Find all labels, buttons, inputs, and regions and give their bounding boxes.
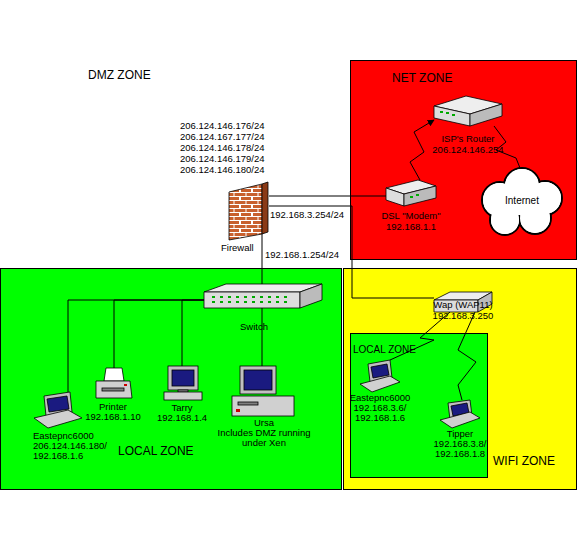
switch-node: Switch <box>204 284 322 308</box>
zone-label: LOCAL ZONE <box>118 445 194 458</box>
brick-wall-side <box>262 182 268 234</box>
address-label: 206.124.146.179/24 <box>180 154 265 164</box>
zone-label: NET ZONE <box>392 72 452 85</box>
zone-label: LOCAL ZONE <box>353 345 416 356</box>
device-label: 192.168.1.4 <box>127 413 237 423</box>
address-label: 206.124.167.177/24 <box>180 132 265 142</box>
printer-node: Printer192.168.1.10 <box>96 368 132 400</box>
device-label: Internet <box>467 196 577 207</box>
network-link <box>262 308 263 366</box>
address-label: 206.124.146.176/24 <box>180 121 265 131</box>
device-label: 192.168.3.250 <box>408 311 518 321</box>
device-label: 192.168.1.8 <box>405 449 515 459</box>
zone-area: LOCAL ZONE SwitchEastepnc6000206.124.146.… <box>0 268 342 490</box>
address-label: 192.168.1.254/24 <box>265 250 339 260</box>
device-label: 192.168.3.6/ <box>325 403 435 413</box>
device-label: 192.168.1.6 <box>325 413 435 423</box>
device-label: 206.124.146.254 <box>413 145 523 155</box>
zone-label: WIFI ZONE <box>493 455 555 468</box>
laptop-node: Eastepnc6000192.168.3.6/192.168.1.6 <box>360 360 400 392</box>
device-label: 192.168.3.8/ <box>405 439 515 449</box>
device-label: Ursa <box>209 418 319 428</box>
access-point-node: Wap (WAP11)192.168.3.250 <box>434 292 492 312</box>
laptop-node: Tipper192.168.3.8/192.168.1.8 <box>440 400 480 428</box>
device-label: Switch <box>240 322 268 332</box>
device-label: DSL "Modem" <box>356 211 466 221</box>
firewall-node: Firewall <box>228 182 269 234</box>
server-node: UrsaIncludes DMZ running under Xen <box>232 366 296 416</box>
device-label: Eastepnc6000 <box>33 431 94 441</box>
network-link <box>269 196 386 197</box>
device-label: 206.124.146.180/ <box>33 441 107 451</box>
desktop-node: Tarry192.168.1.4 <box>164 366 202 400</box>
address-label: 206.124.146.180/24 <box>180 165 265 175</box>
device-label: Firewall <box>221 243 254 253</box>
firewall-icon <box>229 182 268 240</box>
device-label: Wap (WAP11) <box>408 300 518 310</box>
device-label: Printer <box>58 402 168 412</box>
device-label: Includes DMZ running under Xen <box>205 428 323 448</box>
zone-area: NET ZONE ISP's Router206.124.146.254Inter… <box>350 60 577 260</box>
device-label: 192.168.1.6 <box>33 451 83 461</box>
zone-area: WIFI ZONE Wap (WAP11)192.168.3.250LOCAL Z… <box>343 268 577 490</box>
device-label: Tipper <box>405 429 515 439</box>
device-label: Tarry <box>127 403 237 413</box>
device-label: Eastepnc6000 <box>325 393 435 403</box>
device-label: 192.168.1.1 <box>356 222 466 232</box>
network-link <box>262 234 263 284</box>
device-label: 192.168.1.10 <box>58 412 168 422</box>
address-label: 206.124.146.178/24 <box>180 143 265 153</box>
zone-area: LOCAL ZONE Eastepnc6000192.168.3.6/192.16… <box>350 333 488 478</box>
device-label: ISP's Router <box>413 134 523 144</box>
brick-wall <box>229 184 262 240</box>
laptop-node: Eastepnc6000206.124.146.180/192.168.1.6 <box>34 392 82 428</box>
cloud-node: Internet <box>480 168 564 238</box>
router-node: ISP's Router206.124.146.254 <box>434 96 502 126</box>
modem-node: DSL "Modem"192.168.1.1 <box>386 180 436 206</box>
zone-label: DMZ ZONE <box>88 69 151 82</box>
address-label: 192.168.3.254/24 <box>270 210 344 220</box>
